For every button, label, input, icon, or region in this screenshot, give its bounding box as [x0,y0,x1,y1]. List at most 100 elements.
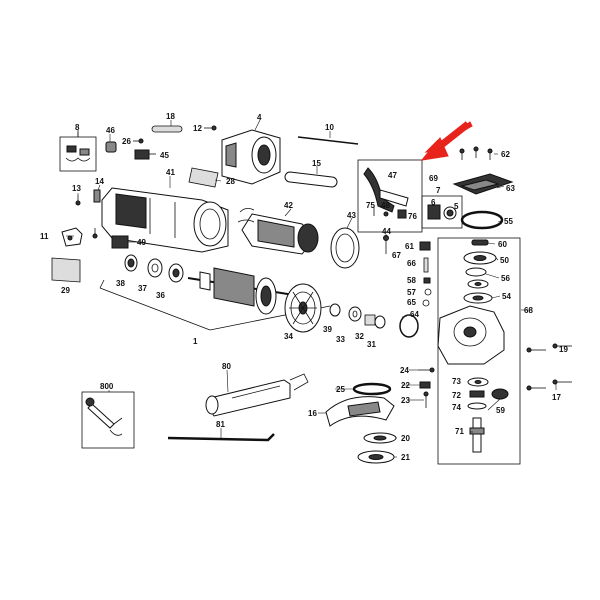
label-64: 64 [410,310,419,319]
label-14: 14 [95,177,104,186]
part-13-screw [75,195,81,206]
part-69-callout-box [357,159,423,233]
part-12-screw [204,125,217,131]
part-1-armature [99,267,331,331]
label-19: 19 [559,345,568,354]
part-20-flange [363,432,397,444]
part-61-block [419,241,431,251]
label-67: 67 [392,251,401,260]
part-44-screw [383,235,389,254]
label-76: 76 [408,212,417,221]
part-73-bearing [467,377,489,387]
part-62-screws [459,146,493,160]
label-57: 57 [407,288,416,297]
part-4-front-housing [221,129,281,185]
part-28-label [188,167,219,188]
label-29: 29 [61,286,70,295]
part-6-spindle-lock [421,195,463,229]
label-13: 13 [72,184,81,193]
label-49: 49 [137,238,146,247]
label-69: 69 [429,174,438,183]
label-25: 25 [336,385,345,394]
part-71-spindle [469,417,485,453]
part-24-screw [418,367,435,373]
part-57-circlip [424,288,432,296]
label-31: 31 [367,340,376,349]
part-56-washer-a [465,267,487,277]
part-55-o-ring [460,210,504,230]
part-18-rod [151,125,183,133]
label-34: 34 [284,332,293,341]
part-43-baffle-ring [330,227,360,269]
label-38: 38 [116,279,125,288]
label-47: 47 [388,171,397,180]
label-11: 11 [40,232,49,241]
part-23-screw [423,391,429,408]
part-46-cap [105,141,117,153]
label-73: 73 [452,377,461,386]
part-63-plate [452,173,514,195]
part-15-tube [284,171,338,188]
part-81-wrench [167,433,275,442]
part-21-nut [357,450,395,464]
label-800: 800 [100,382,114,391]
label-54: 54 [502,292,511,301]
part-59-gear [491,388,509,400]
label-50: 50 [500,256,509,265]
part-68-gear-head-box [437,237,521,465]
part-11-connector [61,227,83,247]
label-17: 17 [552,393,561,402]
label-12: 12 [193,124,202,133]
part-66-pin [423,257,429,273]
part-42-stator [237,208,319,255]
gear-housing-body [437,305,505,365]
red-callout-arrow [420,121,473,161]
label-26: 26 [122,137,131,146]
label-63: 63 [506,184,515,193]
label-32: 32 [355,332,364,341]
label-5: 5 [454,202,459,211]
label-81: 81 [216,420,225,429]
label-21: 21 [401,453,410,462]
label-75: 75 [366,201,375,210]
part-800-box [81,391,135,449]
part-74-washer [467,402,487,410]
label-10: 10 [325,123,334,132]
label-44: 44 [382,227,391,236]
part-26-screw [133,138,144,144]
part-41-motor-housing [101,187,229,253]
part-14-clip [93,189,101,203]
label-43: 43 [347,211,356,220]
part-34-fan [284,283,322,333]
label-48: 48 [381,201,390,210]
part-65-circlip [422,299,430,307]
label-65: 65 [407,298,416,307]
part-number-labels: 8 46 26 45 18 12 4 10 15 28 41 13 14 42 … [40,112,568,462]
part-25-o-ring [352,382,392,396]
part-32-nut [364,314,376,326]
part-45-switch [134,149,156,160]
label-61: 61 [405,242,414,251]
label-56: 56 [501,274,510,283]
label-80: 80 [222,362,231,371]
label-33: 33 [336,335,345,344]
label-16: 16 [308,409,317,418]
label-68: 68 [524,306,533,315]
part-49-switch-block [111,235,129,249]
part-72-nut [469,390,485,398]
part-29-sheet [51,257,81,283]
part-33-washer [348,306,362,322]
label-22: 22 [401,381,410,390]
part-60-spring [471,239,489,246]
label-41: 41 [166,168,175,177]
label-28: 28 [226,177,235,186]
small-screw-a [92,228,98,239]
label-7: 7 [436,186,441,195]
label-6: 6 [431,198,436,207]
label-39: 39 [323,325,332,334]
part-64-ring [399,314,419,338]
label-66: 66 [407,259,416,268]
part-38-bearing [124,254,138,272]
label-45: 45 [160,151,169,160]
